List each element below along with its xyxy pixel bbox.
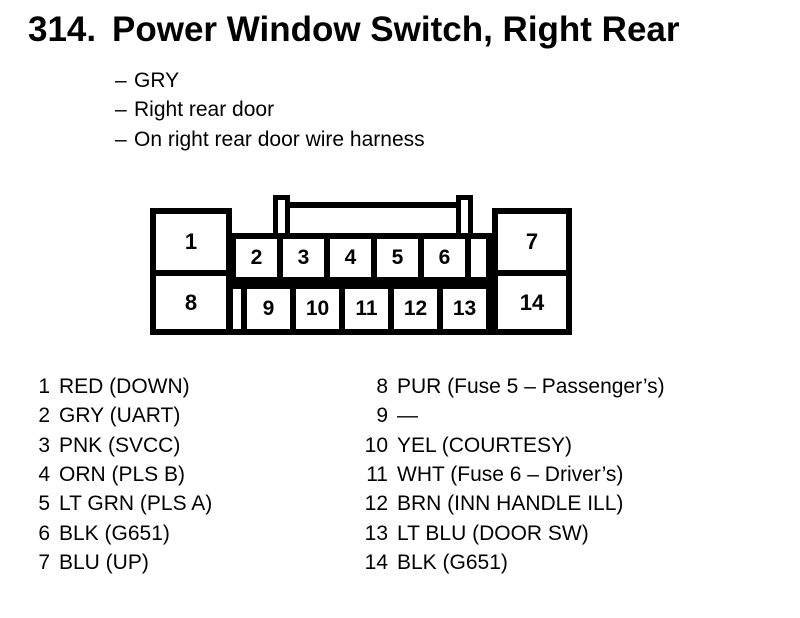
pin-number: 13	[364, 521, 388, 545]
pin-number: 3	[38, 433, 50, 457]
dash-marker: –	[115, 98, 127, 122]
pin-cavity-3: 3	[277, 233, 330, 283]
pin-cavity-10: 10	[290, 283, 345, 335]
pin-description: LT GRN (PLS A)	[59, 492, 213, 516]
pin-description: ORN (PLS B)	[59, 463, 186, 487]
pin-cavity-1: 1	[156, 214, 226, 276]
legend-row: 1 RED (DOWN)	[30, 372, 212, 401]
pin-number: 9	[376, 404, 388, 428]
pin-cavity-2: 2	[230, 233, 283, 283]
pin-number: 2	[38, 404, 50, 428]
pin-description: BRN (INN HANDLE ILL)	[397, 492, 624, 516]
pin-cavity-5: 5	[371, 233, 424, 283]
pin-cavity-4: 4	[324, 233, 377, 283]
pin-cavity-9: 9	[241, 283, 296, 335]
legend-row: 3 PNK (SVCC)	[30, 431, 212, 460]
page-title: 314. Power Window Switch, Right Rear	[28, 10, 680, 50]
connector-diagram: 1 8 7 14 2 3 4 5 6 9 10 11	[150, 195, 572, 335]
legend-row: 10 YEL (COURTESY)	[352, 431, 665, 460]
legend-row: 13 LT BLU (DOOR SW)	[352, 519, 665, 548]
pin-description: BLU (UP)	[59, 551, 149, 575]
note-text: GRY	[134, 69, 180, 92]
note-harness: –On right rear door wire harness	[115, 125, 425, 154]
pin-number: 4	[38, 463, 50, 487]
pin-row-bottom: 9 10 11 12 13	[227, 283, 492, 335]
pin-number: 14	[364, 551, 388, 575]
legend-row: 6 BLK (G651)	[30, 519, 212, 548]
pin-number: 6	[38, 521, 50, 545]
legend-row: 4 ORN (PLS B)	[30, 460, 212, 489]
pin-description: WHT (Fuse 6 – Driver’s)	[397, 463, 624, 487]
blank-slot-top	[465, 233, 492, 283]
note-text: On right rear door wire harness	[134, 127, 425, 151]
dash-marker: –	[115, 127, 127, 151]
legend-row: 8 PUR (Fuse 5 – Passenger’s)	[352, 372, 665, 401]
pin-number: 5	[38, 492, 50, 516]
pin-description: BLK (G651)	[397, 551, 508, 575]
pin-description: —	[397, 404, 418, 428]
pin-description: YEL (COURTESY)	[397, 433, 573, 457]
pin-number: 11	[366, 463, 388, 487]
pin-cavity-14: 14	[498, 276, 566, 329]
legend-column-left: 1 RED (DOWN) 2 GRY (UART) 3 PNK (SVCC) 4 ORN…	[30, 372, 212, 577]
pin-number: 12	[364, 492, 388, 516]
pin-number: 10	[364, 433, 388, 457]
connector-end-right: 7 14	[492, 208, 572, 335]
pin-cavity-7: 7	[498, 214, 566, 276]
legend-row: 11 WHT (Fuse 6 – Driver’s)	[352, 460, 665, 489]
pin-number-7: 7	[525, 229, 539, 254]
legend-row: 5 LT GRN (PLS A)	[30, 489, 212, 518]
notes-list: –GRY –Right rear door –On right rear doo…	[115, 66, 425, 154]
pin-row-top: 2 3 4 5 6	[230, 233, 492, 283]
connector-end-left: 1 8	[150, 208, 232, 335]
pin-number: 7	[38, 551, 50, 575]
pin-description: GRY (UART)	[59, 404, 181, 428]
pin-cavity-13: 13	[437, 283, 492, 335]
latch-bar	[285, 202, 461, 208]
pin-number-14: 14	[519, 289, 545, 315]
legend-row: 14 BLK (G651)	[352, 548, 665, 577]
figure-number: 314.	[28, 10, 97, 49]
pin-description: PUR (Fuse 5 – Passenger’s)	[397, 375, 665, 398]
pin-number: 8	[376, 375, 388, 398]
pin-cavity-8: 8	[156, 276, 226, 329]
pin-number: 1	[38, 375, 50, 398]
note-text: Right rear door	[134, 98, 275, 122]
pin-cavity-6: 6	[418, 233, 471, 283]
pin-description: PNK (SVCC)	[59, 433, 181, 457]
legend-row: 9—	[352, 401, 665, 430]
dash-marker: –	[115, 69, 127, 92]
legend-row: 2 GRY (UART)	[30, 401, 212, 430]
figure-title: Power Window Switch, Right Rear	[112, 10, 680, 49]
note-connector-color: –GRY	[115, 66, 425, 95]
note-location: –Right rear door	[115, 95, 425, 124]
pin-number-8: 8	[184, 289, 198, 315]
pin-description: BLK (G651)	[59, 521, 170, 545]
pin-description: RED (DOWN)	[59, 375, 190, 398]
legend-row: 7 BLU (UP)	[30, 548, 212, 577]
pin-number-1: 1	[184, 229, 198, 254]
pin-description: LT BLU (DOOR SW)	[397, 521, 589, 545]
pin-cavity-12: 12	[388, 283, 443, 335]
pin-cavity-11: 11	[339, 283, 394, 335]
legend-row: 12 BRN (INN HANDLE ILL)	[352, 489, 665, 518]
